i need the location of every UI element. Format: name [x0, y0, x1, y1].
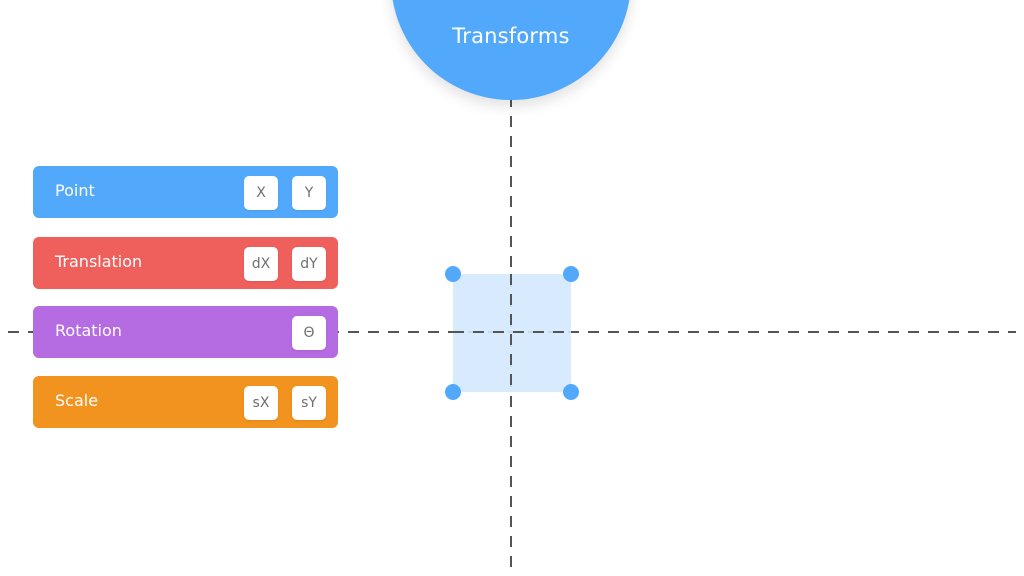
translation-dy-param[interactable]: dY: [292, 247, 326, 281]
corner-handle-top-right[interactable]: [563, 266, 579, 282]
point-x-param[interactable]: X: [244, 176, 278, 210]
translation-row-label: Translation: [55, 252, 143, 271]
rotation-row[interactable]: Rotation Θ: [33, 306, 338, 358]
point-row[interactable]: Point X Y: [33, 166, 338, 218]
transform-square: [453, 274, 571, 392]
title-label: Transforms: [452, 24, 570, 48]
point-row-label: Point: [55, 181, 95, 200]
scale-sx-param[interactable]: sX: [244, 386, 278, 420]
scale-row[interactable]: Scale sX sY: [33, 376, 338, 428]
scale-row-label: Scale: [55, 391, 99, 410]
corner-handle-bottom-right[interactable]: [563, 384, 579, 400]
scale-sy-param[interactable]: sY: [292, 386, 326, 420]
corner-handle-bottom-left[interactable]: [445, 384, 461, 400]
rotation-row-label: Rotation: [55, 321, 122, 340]
translation-dx-param[interactable]: dX: [244, 247, 278, 281]
translation-row[interactable]: Translation dX dY: [33, 237, 338, 289]
corner-handle-top-left[interactable]: [445, 266, 461, 282]
point-y-param[interactable]: Y: [292, 176, 326, 210]
rotation-theta-param[interactable]: Θ: [292, 316, 326, 350]
